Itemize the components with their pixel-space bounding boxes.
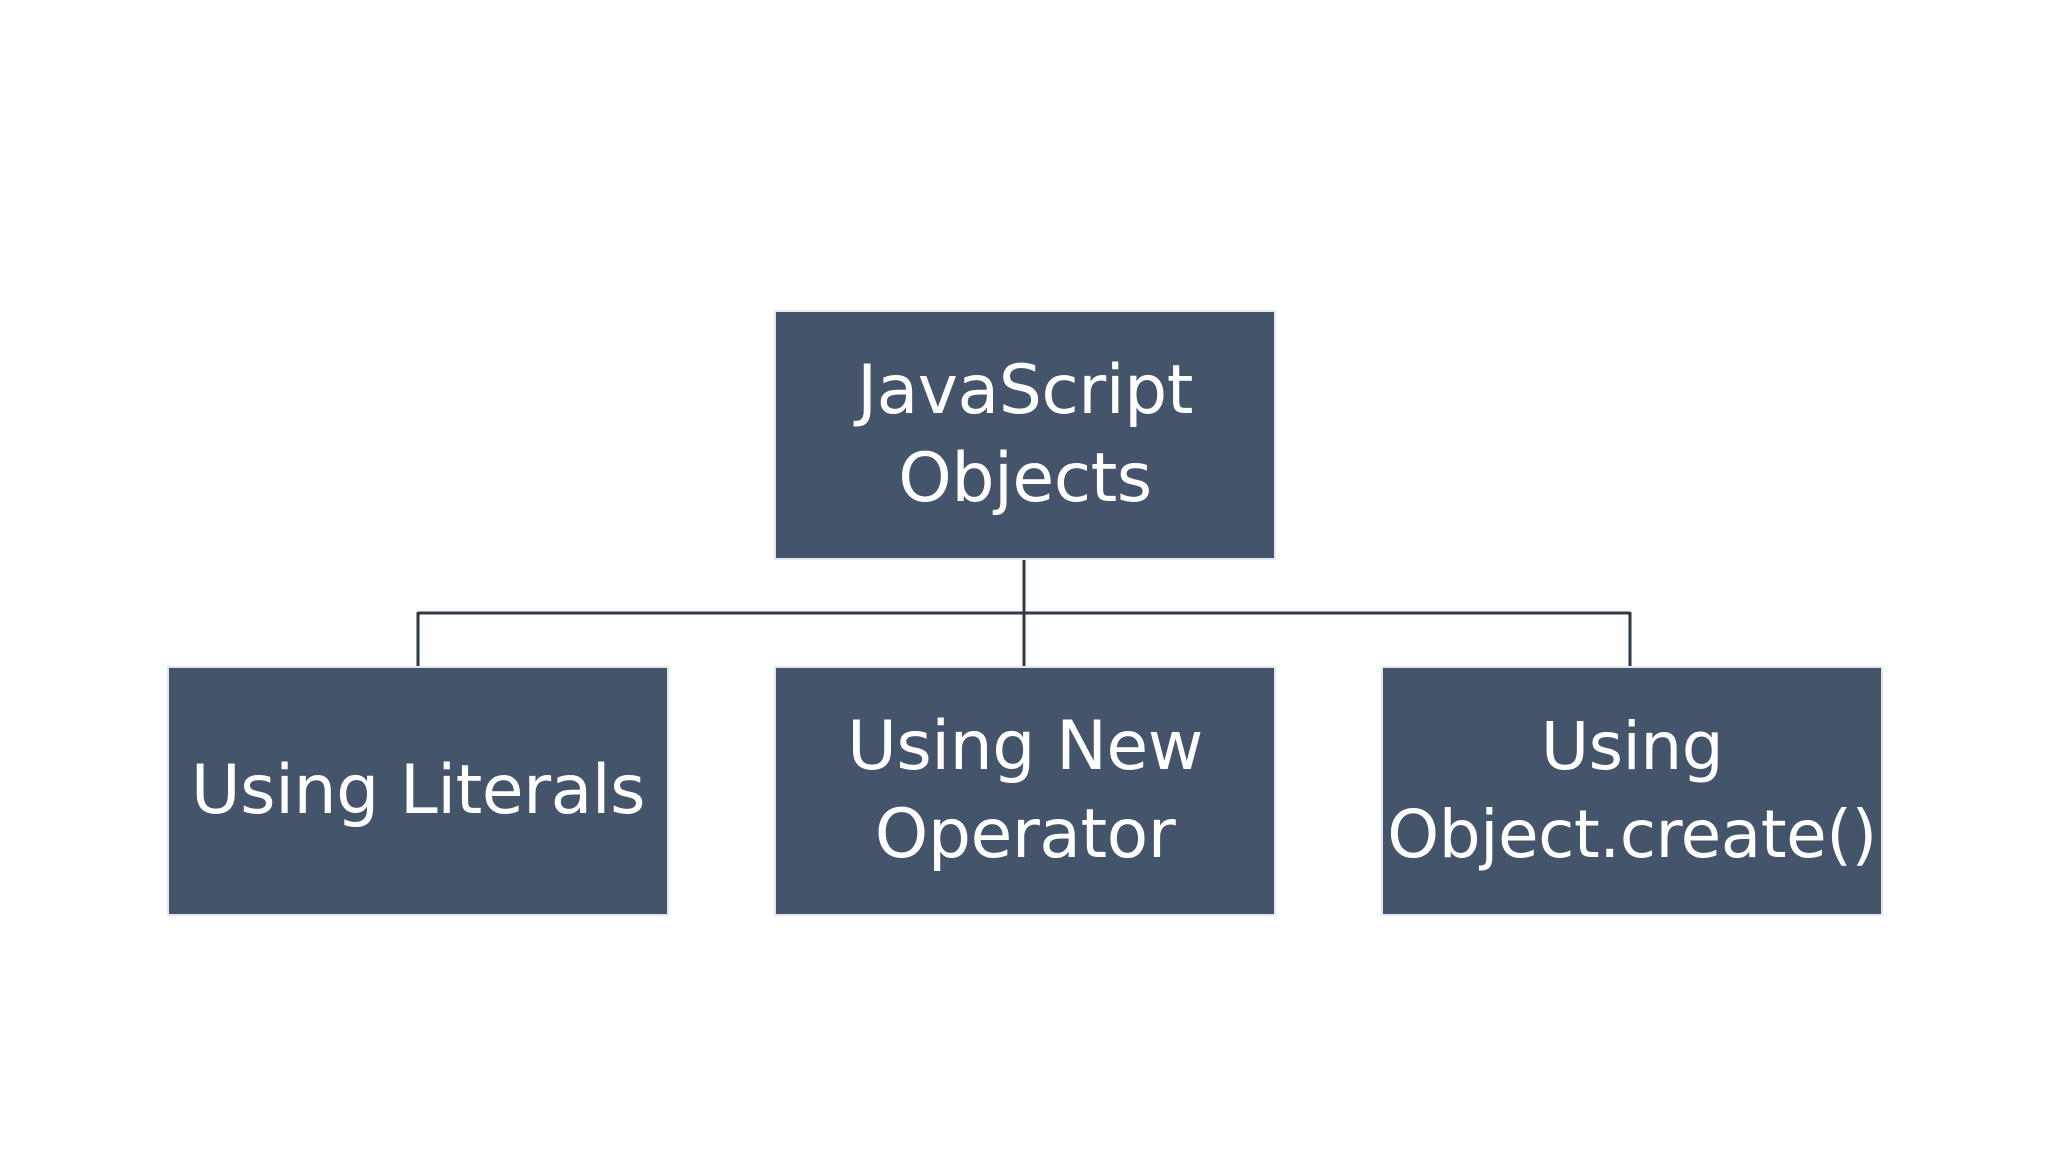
child-node-label: Using Object.create() [1387, 708, 1877, 873]
child-node-label: Using Literals [190, 751, 646, 830]
child-node-using-object-create: Using Object.create() [1381, 666, 1883, 916]
child-node-label: Using New Operator [847, 707, 1203, 874]
root-node-label: JavaScript Objects [857, 351, 1193, 518]
root-node-javascript-objects: JavaScript Objects [774, 310, 1276, 560]
child-node-using-literals: Using Literals [167, 666, 669, 916]
child-node-using-new-operator: Using New Operator [774, 666, 1276, 916]
